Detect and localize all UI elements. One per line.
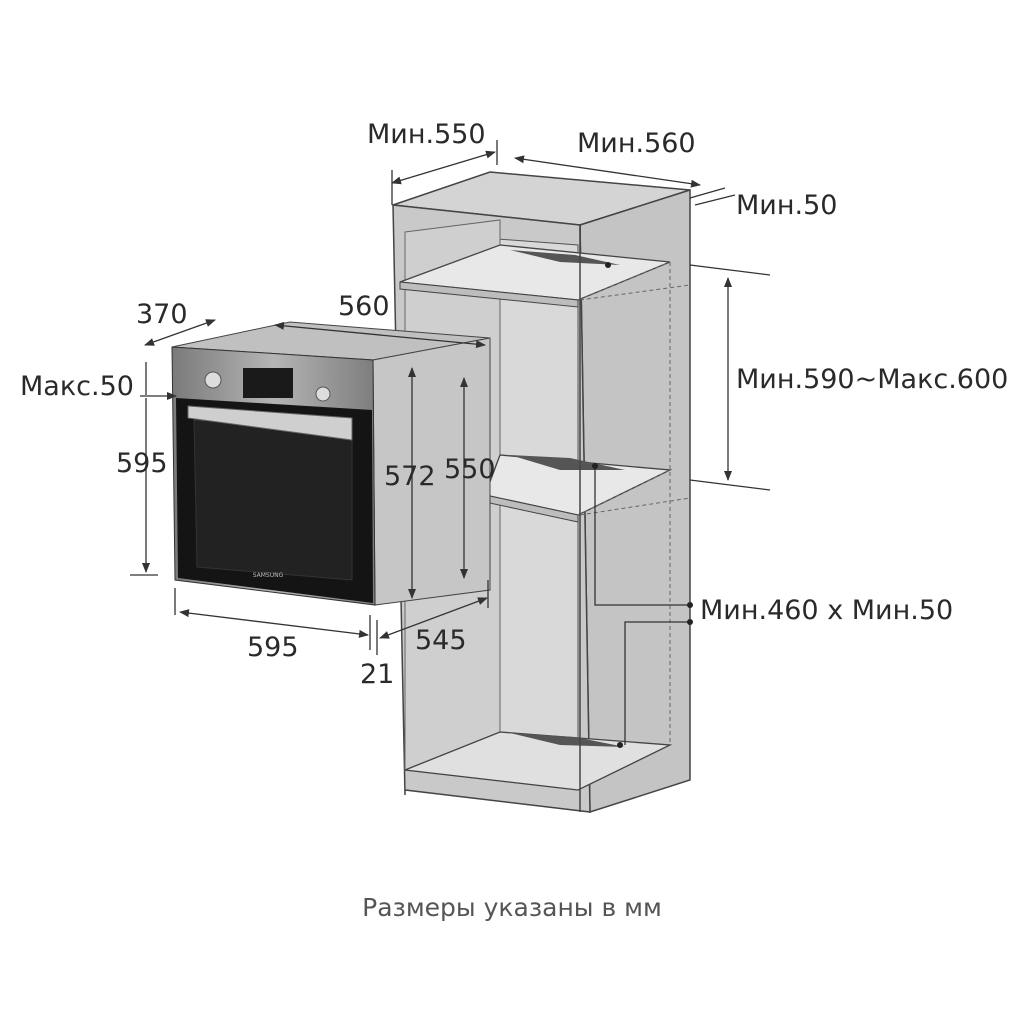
label-oven-height: 595 xyxy=(116,448,168,479)
cabinet-floor xyxy=(404,731,673,791)
label-body-depth: 545 xyxy=(415,625,467,656)
label-oven-width-top: 560 xyxy=(338,291,390,322)
label-rear-gap-min: Мин.50 xyxy=(736,190,838,221)
label-niche-height: Мин.590~Макс.600 xyxy=(736,364,1009,395)
oven: SAMSUNG xyxy=(171,321,491,606)
oven-knob-right xyxy=(315,386,331,402)
label-oven-depth: 370 xyxy=(136,299,188,330)
label-body-height-550: 550 xyxy=(444,454,496,485)
label-body-height-572: 572 xyxy=(384,461,436,492)
label-cabinet-width-min: Мин.560 xyxy=(577,128,696,159)
label-vent-opening: Мин.460 x Мин.50 xyxy=(700,595,954,626)
label-oven-width: 595 xyxy=(247,632,299,663)
label-cabinet-depth-min: Мин.550 xyxy=(367,119,486,150)
label-panel-gap-max: Макс.50 xyxy=(20,371,134,402)
dimension-lines xyxy=(130,140,771,745)
label-door-thickness: 21 xyxy=(360,659,395,690)
oven-logo: SAMSUNG xyxy=(253,572,284,579)
caption-units: Размеры указаны в мм xyxy=(362,893,662,922)
oven-knob-left xyxy=(204,371,222,389)
